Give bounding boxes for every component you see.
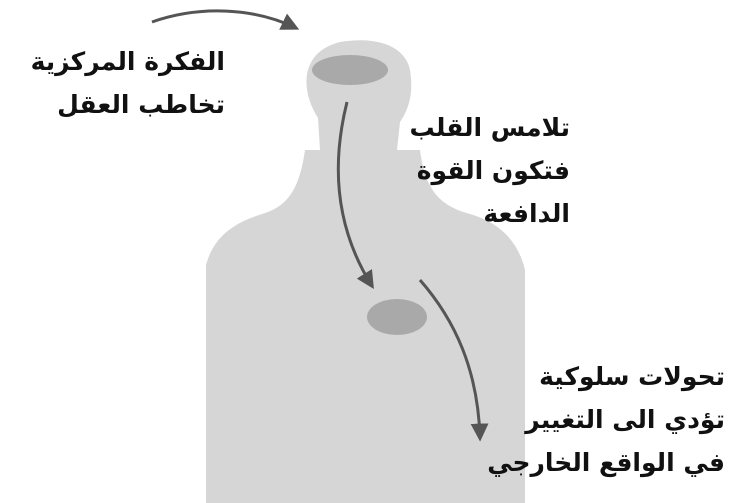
caption-heart-line3: الدافعة bbox=[409, 192, 570, 235]
caption-heart-line2: فتكون القوة bbox=[409, 149, 570, 192]
heart-zone bbox=[367, 299, 427, 335]
caption-behavior: تحولات سلوكية تؤدي الى التغيير في الواقع… bbox=[487, 355, 725, 484]
caption-head: الفكرة المركزية تخاطب العقل bbox=[31, 40, 225, 126]
caption-heart-line1: تلامس القلب bbox=[409, 106, 570, 149]
caption-head-line1: الفكرة المركزية bbox=[31, 40, 225, 83]
brain-zone bbox=[312, 55, 388, 85]
caption-behavior-line3: في الواقع الخارجي bbox=[487, 441, 725, 484]
caption-behavior-line2: تؤدي الى التغيير bbox=[487, 398, 725, 441]
caption-head-line2: تخاطب العقل bbox=[31, 83, 225, 126]
caption-behavior-line1: تحولات سلوكية bbox=[487, 355, 725, 398]
caption-heart: تلامس القلب فتكون القوة الدافعة bbox=[409, 106, 570, 235]
arrow-to-head bbox=[152, 11, 296, 28]
